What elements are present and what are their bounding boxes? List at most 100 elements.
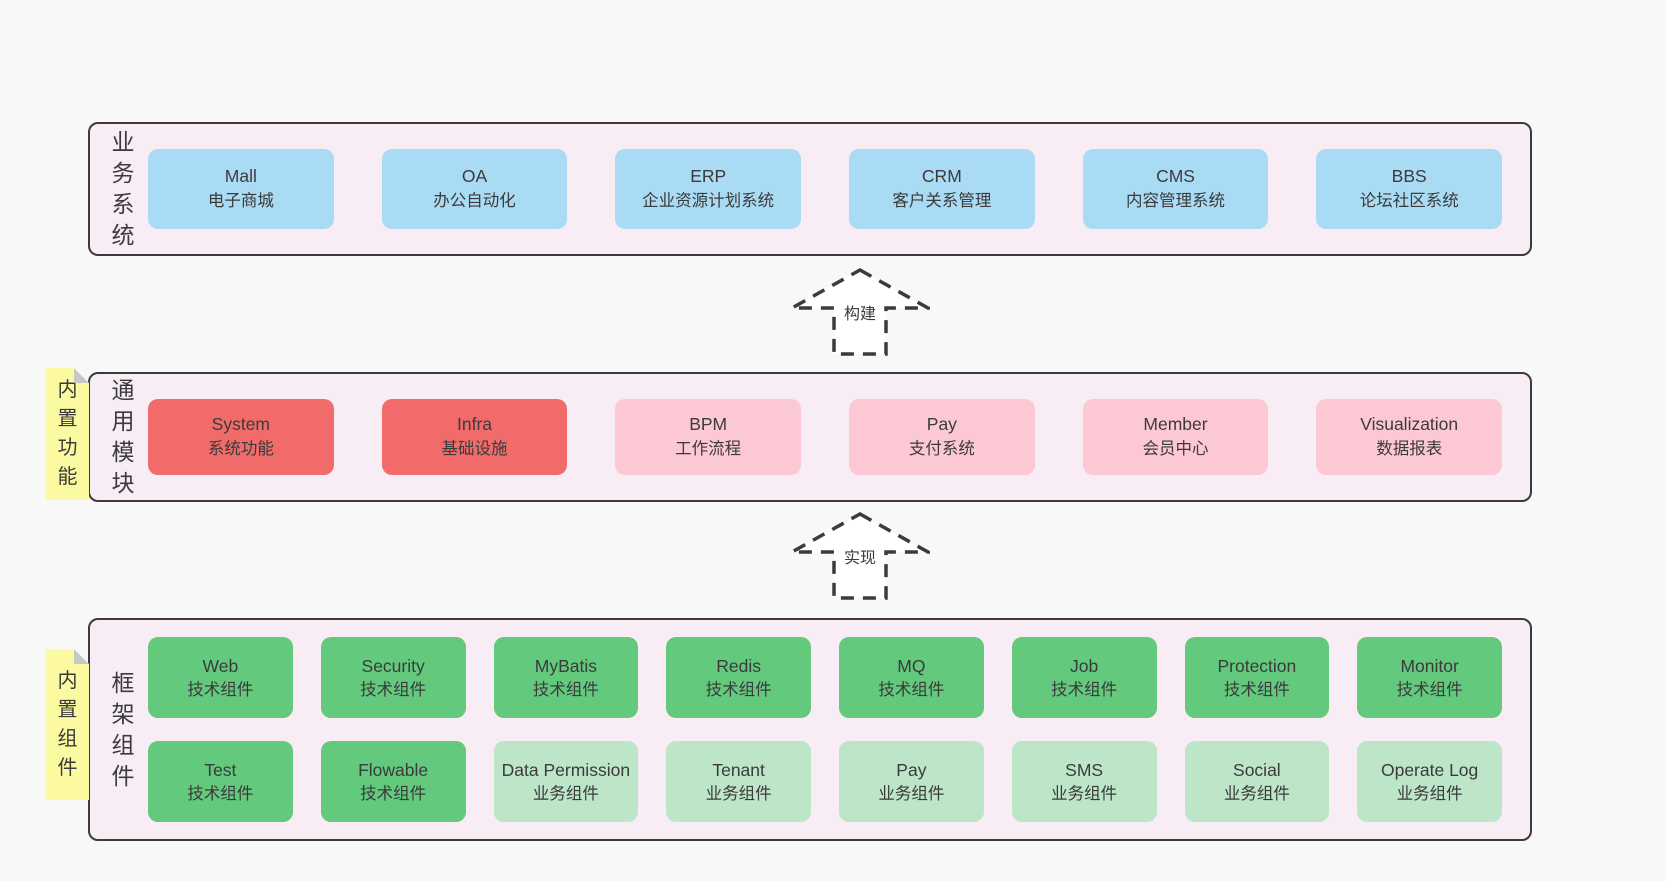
card-subtitle: 内容管理系统 [1126, 192, 1226, 210]
panel-modules-label: 通用模块 [100, 375, 146, 499]
card-subtitle: 技术组件 [187, 784, 254, 803]
card-title: Security [361, 655, 425, 676]
card-subtitle: 技术组件 [360, 680, 427, 699]
note-text: 内置功能 [57, 379, 78, 488]
card-tenant: Tenant 业务组件 [666, 741, 811, 822]
note-fold-corner-icon [74, 368, 89, 383]
card-oa: OA 办公自动化 [381, 149, 568, 229]
card-subtitle: 电子商城 [207, 192, 274, 210]
card-title: BPM [689, 414, 728, 434]
card-title: MQ [897, 655, 926, 676]
card-mybatis: MyBatis 技术组件 [493, 637, 639, 718]
card-flowable: Flowable 技术组件 [320, 741, 466, 822]
card-subtitle: 技术组件 [1396, 680, 1463, 699]
card-subtitle: 技术组件 [1051, 680, 1118, 699]
card-data-permission: Data Permission 业务组件 [493, 741, 639, 822]
card-infra: Infra 基础设施 [381, 399, 568, 475]
card-web: Web 技术组件 [148, 637, 293, 718]
card-member: Member 会员中心 [1082, 399, 1269, 475]
card-title: Mall [224, 166, 257, 186]
card-subtitle: 技术组件 [1223, 680, 1290, 699]
card-title: Pay [896, 759, 927, 780]
note-text: 内置组件 [57, 669, 78, 779]
card-title: ERP [690, 166, 727, 186]
card-title: Protection [1217, 655, 1297, 676]
card-protection: Protection 技术组件 [1184, 637, 1330, 718]
card-title: CMS [1156, 166, 1195, 186]
card-subtitle: 业务组件 [1223, 784, 1290, 803]
card-title: Infra [456, 414, 493, 434]
card-sms: SMS 业务组件 [1011, 741, 1157, 822]
arrow-implement: 实现 [790, 512, 930, 600]
card-title: Web [202, 655, 239, 676]
card-subtitle: 技术组件 [360, 784, 427, 803]
card-title: System [211, 414, 271, 434]
card-pay: Pay 业务组件 [839, 741, 984, 822]
panel-common-modules: 通用模块 System 系统功能 Infra 基础设施 BPM 工作流程 Pay 支付系统 Me… [88, 372, 1532, 502]
card-title: Flowable [358, 759, 429, 780]
card-subtitle: 会员中心 [1142, 440, 1209, 458]
card-cms: CMS 内容管理系统 [1082, 149, 1269, 229]
card-title: Tenant [712, 759, 765, 780]
sticky-note-builtin-components: 内置组件 [46, 649, 89, 800]
arrow-build-label: 构建 [840, 304, 880, 325]
card-subtitle: 办公自动化 [433, 192, 516, 210]
card-title: OA [461, 166, 488, 186]
card-subtitle: 企业资源计划系统 [642, 192, 775, 210]
card-title: Test [204, 759, 237, 780]
card-title: Redis [716, 655, 761, 676]
card-title: BBS [1391, 166, 1427, 186]
sticky-note-builtin-features: 内置功能 [46, 368, 89, 500]
card-erp: ERP 企业资源计划系统 [615, 149, 802, 229]
card-title: MyBatis [534, 655, 597, 676]
panel-framework-components: 框架组件 Web 技术组件 Security 技术组件 MyBatis 技术组件 Redis… [88, 618, 1532, 841]
panel-modules-rows: System 系统功能 Infra 基础设施 BPM 工作流程 Pay 支付系统 Member 会… [146, 399, 1530, 475]
card-subtitle: 工作流程 [675, 440, 742, 458]
card-subtitle: 业务组件 [705, 784, 772, 803]
panel-components-label: 框架组件 [100, 668, 146, 792]
card-subtitle: 业务组件 [532, 784, 599, 803]
card-title: Pay [926, 414, 957, 434]
card-title: Social [1233, 759, 1281, 780]
note-fold-corner-icon [74, 649, 89, 664]
card-job: Job 技术组件 [1011, 637, 1157, 718]
panel-label-text: 业务系统 [111, 129, 135, 248]
card-subtitle: 支付系统 [908, 440, 975, 458]
card-social: Social 业务组件 [1184, 741, 1330, 822]
card-subtitle: 技术组件 [187, 680, 254, 699]
card-subtitle: 业务组件 [1051, 784, 1118, 803]
card-subtitle: 系统功能 [207, 440, 274, 458]
arrow-build: 构建 [790, 268, 930, 356]
card-system: System 系统功能 [148, 399, 334, 475]
card-title: Job [1070, 655, 1099, 676]
card-row: System 系统功能 Infra 基础设施 BPM 工作流程 Pay 支付系统 Member 会… [148, 399, 1503, 475]
card-subtitle: 基础设施 [441, 440, 508, 458]
card-title: SMS [1065, 759, 1104, 780]
card-subtitle: 技术组件 [532, 680, 599, 699]
card-subtitle: 业务组件 [878, 784, 945, 803]
panel-business-label: 业务系统 [100, 127, 146, 251]
card-pay: Pay 支付系统 [849, 399, 1035, 475]
card-bpm: BPM 工作流程 [615, 399, 802, 475]
panel-label-text: 框架组件 [111, 669, 135, 789]
card-title: Visualization [1360, 414, 1459, 434]
card-mall: Mall 电子商城 [148, 149, 334, 229]
card-title: CRM [921, 166, 962, 186]
card-subtitle: 技术组件 [705, 680, 772, 699]
card-title: Operate Log [1380, 759, 1479, 780]
card-title: Member [1143, 414, 1208, 434]
card-subtitle: 技术组件 [878, 680, 945, 699]
card-title: Data Permission [501, 759, 631, 780]
